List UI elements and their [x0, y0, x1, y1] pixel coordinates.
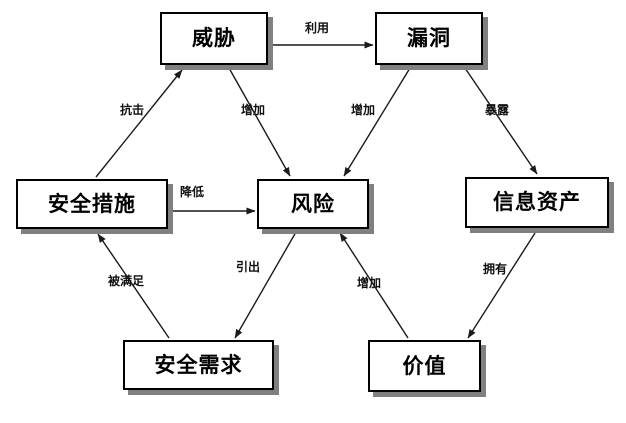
- edge-asset-has-value: [467, 232, 536, 339]
- edge-label-value-increases-risk: 增加: [357, 276, 382, 290]
- node-requirement[interactable]: 安全需求: [123, 340, 274, 390]
- node-vulnerability[interactable]: 漏洞: [375, 12, 483, 65]
- edge-label-vulnerability-exposes-asset: 暴露: [485, 103, 510, 117]
- edge-label-threat-increases-risk: 增加: [241, 103, 266, 117]
- edge-safeguard-resists-threat: [95, 69, 183, 178]
- edge-label-asset-has-value: 拥有: [483, 262, 508, 276]
- edge-label-risk-derives-requirement: 引出: [236, 260, 261, 274]
- node-vulnerability-label: 漏洞: [407, 26, 451, 50]
- node-risk[interactable]: 风险: [257, 179, 369, 229]
- node-safeguard-label: 安全措施: [48, 191, 136, 216]
- edge-vulnerability-increases-risk: [343, 67, 411, 177]
- node-value-label: 价值: [402, 353, 447, 378]
- node-safeguard[interactable]: 安全措施: [16, 179, 168, 229]
- edge-value-increases-risk: [339, 232, 409, 339]
- edge-label-safeguard-reduces-risk: 降低: [180, 185, 205, 199]
- node-threat[interactable]: 威胁: [160, 12, 268, 65]
- node-threat-label: 威胁: [192, 26, 236, 50]
- node-requirement-label: 安全需求: [154, 352, 243, 377]
- edge-risk-derives-requirement: [234, 231, 297, 339]
- edge-label-threat-exploits-vulnerability: 利用: [305, 21, 330, 35]
- edge-label-safeguard-resists-threat: 抗击: [120, 103, 145, 117]
- node-risk-label: 风险: [291, 191, 335, 216]
- edge-vulnerability-exposes-asset: [464, 67, 538, 175]
- node-value[interactable]: 价值: [368, 340, 481, 392]
- edge-label-requirement-satisfied-by-safeguard: 被满足: [108, 274, 145, 288]
- edge-requirement-satisfied-by-safeguard: [97, 233, 170, 339]
- edge-threat-increases-risk: [228, 67, 291, 177]
- node-asset[interactable]: 信息资产: [465, 177, 609, 228]
- node-asset-label: 信息资产: [493, 190, 581, 214]
- edge-label-vulnerability-increases-risk: 增加: [351, 103, 376, 117]
